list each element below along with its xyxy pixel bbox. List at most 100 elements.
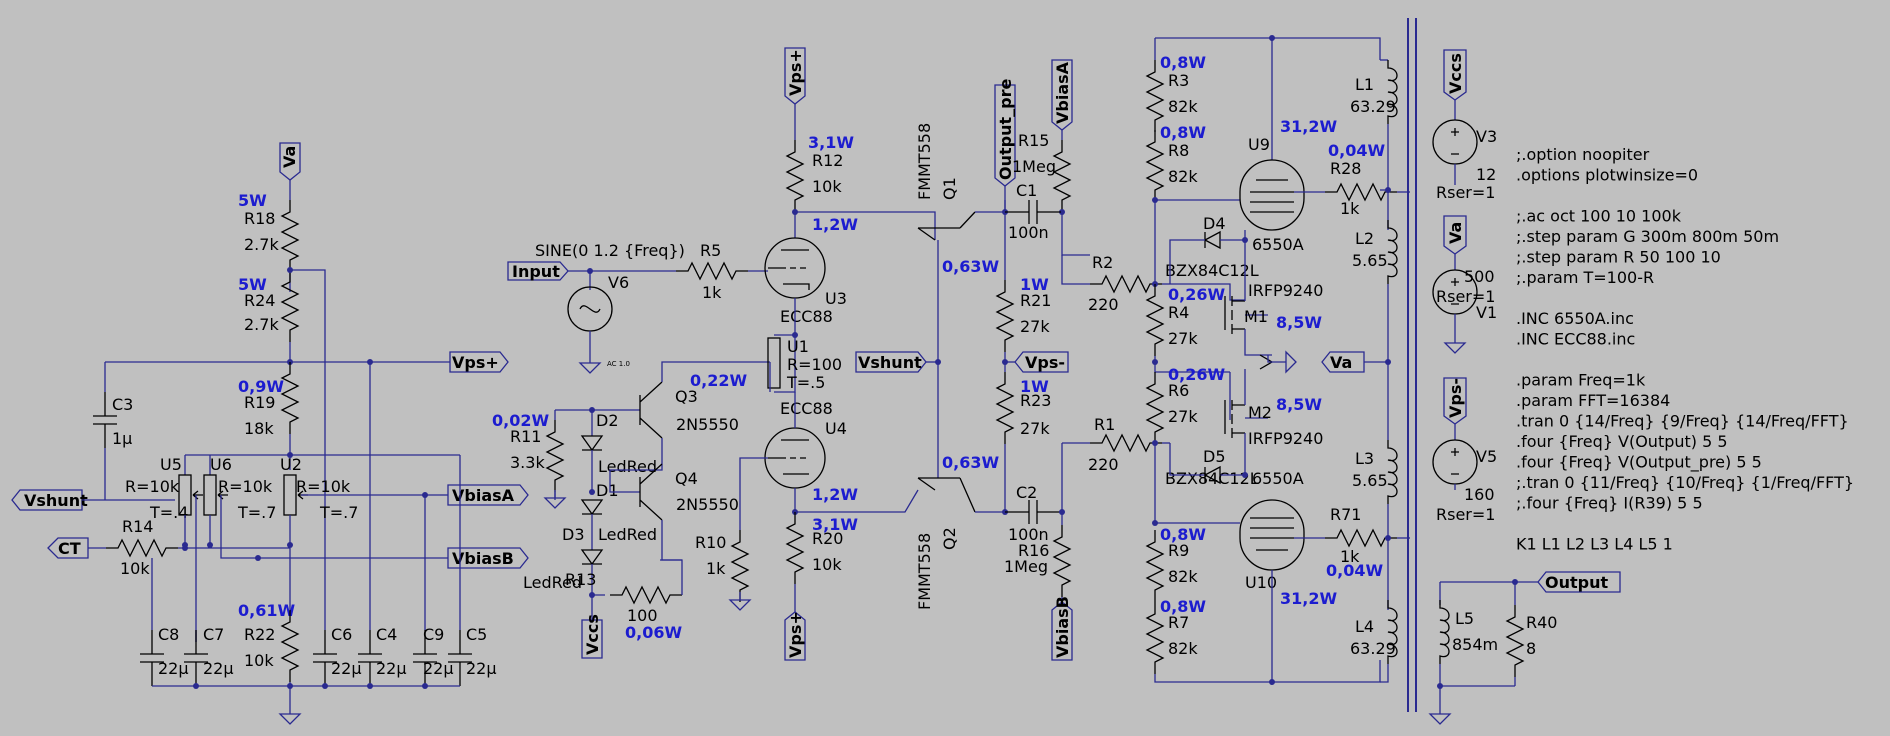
va-flag-right[interactable]: Va [1443, 215, 1467, 255]
u3-value: ECC88 [780, 307, 833, 326]
r6-value: 27k [1168, 407, 1198, 426]
d4-value: BZX84C12L [1165, 261, 1259, 280]
svg-text:VbiasB: VbiasB [1053, 596, 1072, 658]
vshunt-flag-left[interactable]: Vshunt [11, 489, 88, 511]
spice-directive-line[interactable]: ;.tran 0 {11/Freq} {10/Freq} {1/Freq/FFT… [1516, 473, 1854, 492]
vccs-flag-left[interactable]: Vccs [581, 614, 603, 659]
c2-name: C2 [1016, 483, 1037, 502]
input-flag[interactable]: Input [507, 261, 569, 281]
r9-name: R9 [1168, 541, 1189, 560]
r20-name: R20 [812, 529, 843, 548]
output-flag[interactable]: Output [1537, 571, 1621, 593]
u6-r: R=10k [218, 477, 273, 496]
v3-value: 12 [1476, 165, 1496, 184]
spice-directive-line[interactable]: .four {Freq} V(Output_pre) 5 5 [1516, 453, 1762, 473]
input-stage: SINE(0 1.2 {Freq}) Input V6 AC 1.0 R5 1k… [492, 241, 770, 659]
u1-t: T=.5 [786, 373, 825, 392]
u9-value: 6550A [1252, 235, 1304, 254]
u4-value: ECC88 [780, 399, 833, 418]
vccs-flag-right[interactable]: Vccs [1443, 49, 1467, 101]
r11-name: R11 [510, 427, 541, 446]
c8-value: 22µ [158, 659, 189, 678]
r19-name: R19 [244, 393, 275, 412]
r6-power: 0,26W [1168, 365, 1225, 384]
vbiasA-flag-left[interactable]: VbiasA [447, 484, 529, 506]
c2-value: 100n [1008, 525, 1049, 544]
spice-directive-line[interactable]: ;.step param G 300m 800m 50m [1516, 227, 1779, 246]
vbiasB-flag-bottom[interactable]: VbiasB [1051, 596, 1073, 661]
r1-name: R1 [1094, 415, 1115, 434]
m2-power: 8,5W [1276, 395, 1322, 414]
l5-value: 854m [1452, 635, 1498, 654]
svg-text:VbiasB: VbiasB [452, 549, 514, 568]
ct-flag[interactable]: CT [47, 537, 89, 559]
spice-directive-line[interactable]: ;.param T=100-R [1516, 268, 1654, 287]
c9-name: C9 [423, 625, 444, 644]
vshunt-flag-mid[interactable]: Vshunt [855, 351, 927, 373]
spice-directive-line[interactable]: .param Freq=1k [1516, 371, 1646, 390]
spice-directive-line[interactable]: .tran 0 {14/Freq} {9/Freq} {14/Freq/FFT} [1516, 412, 1849, 431]
vbiasA-flag-top[interactable]: VbiasA [1051, 59, 1073, 131]
v3-rser: Rser=1 [1436, 183, 1495, 202]
r6-name: R6 [1168, 381, 1189, 400]
svg-text:Vshunt: Vshunt [858, 353, 922, 372]
vps-plus-flag-top[interactable]: Vps+ [784, 47, 806, 105]
svg-text:CT: CT [58, 539, 81, 558]
spice-directive-line[interactable]: .INC 6550A.inc [1516, 309, 1634, 328]
spice-directive-line[interactable]: .four {Freq} V(Output) 5 5 [1516, 432, 1728, 451]
r11-power: 0,02W [492, 411, 549, 430]
va-flag-top[interactable]: Va [279, 142, 301, 181]
r28-value: 1k [1340, 199, 1360, 218]
va-flag-mid[interactable]: Va [1321, 351, 1365, 373]
c5-name: C5 [466, 625, 487, 644]
spice-directive-line[interactable]: ;.four {Freq} I(R39) 5 5 [1516, 494, 1703, 513]
v6-name: V6 [608, 273, 629, 292]
svg-text:Va: Va [280, 146, 299, 168]
u10-value: 6550A [1252, 469, 1304, 488]
r8-name: R8 [1168, 141, 1189, 160]
u1-potentiometer[interactable] [767, 337, 781, 389]
output-pre-flag[interactable]: Output_pre [994, 79, 1016, 187]
svg-text:Vps+: Vps+ [786, 611, 805, 658]
spice-directive-line[interactable]: .options plotwinsize=0 [1516, 166, 1698, 185]
svg-text:Input: Input [512, 262, 560, 281]
u6-name: U6 [210, 455, 232, 474]
l1-value: 63.29 [1350, 97, 1396, 116]
vps-minus-flag[interactable]: Vps- [1014, 351, 1069, 373]
vps-minus-flag-right[interactable]: Vps- [1443, 377, 1467, 425]
u1-r: R=100 [787, 355, 842, 374]
svg-text:Va: Va [1446, 222, 1465, 244]
m1-name: M1 [1244, 307, 1268, 326]
svg-text:VbiasA: VbiasA [452, 486, 515, 505]
vps-plus-flag-left[interactable]: Vps+ [449, 351, 509, 373]
r24-value: 2.7k [244, 315, 279, 334]
r13-name: R13 [565, 570, 596, 589]
r8-value: 82k [1168, 167, 1198, 186]
r16-name: R16 [1018, 541, 1049, 560]
m1-value: IRFP9240 [1248, 281, 1323, 300]
r2-value: 220 [1088, 295, 1119, 314]
spice-directives[interactable]: ;.option noopiter .options plotwinsize=0;… [1516, 145, 1854, 554]
svg-text:Vshunt: Vshunt [24, 491, 88, 510]
spice-directive-line[interactable]: K1 L1 L2 L3 L4 L5 1 [1516, 535, 1673, 554]
u4-power: 1,2W [812, 485, 858, 504]
spice-directive-line[interactable]: ;.ac oct 100 10 100k [1516, 207, 1682, 226]
q3-name: Q3 [675, 387, 698, 406]
vbiasB-flag-left[interactable]: VbiasB [447, 547, 529, 569]
u2-t: T=.7 [319, 503, 358, 522]
vps-plus-flag-bottom[interactable]: Vps+ [784, 611, 806, 661]
spice-directive-line[interactable]: ;.step param R 50 100 10 [1516, 248, 1721, 267]
u4-name: U4 [825, 419, 847, 438]
u2-r: R=10k [296, 477, 351, 496]
spice-directive-line[interactable]: .INC ECC88.inc [1516, 330, 1635, 349]
v6-ac: AC 1.0 [607, 360, 630, 368]
q1-power: 0,63W [942, 257, 999, 276]
l4-value: 63.29 [1350, 639, 1396, 658]
u6-t: T=.7 [237, 503, 276, 522]
spice-directive-line[interactable]: .param FFT=16384 [1516, 391, 1670, 410]
d3-value: LedRed [523, 573, 582, 592]
r3-value: 82k [1168, 97, 1198, 116]
l4-name: L4 [1355, 617, 1374, 636]
spice-directive-line[interactable]: ;.option noopiter [1516, 145, 1650, 164]
